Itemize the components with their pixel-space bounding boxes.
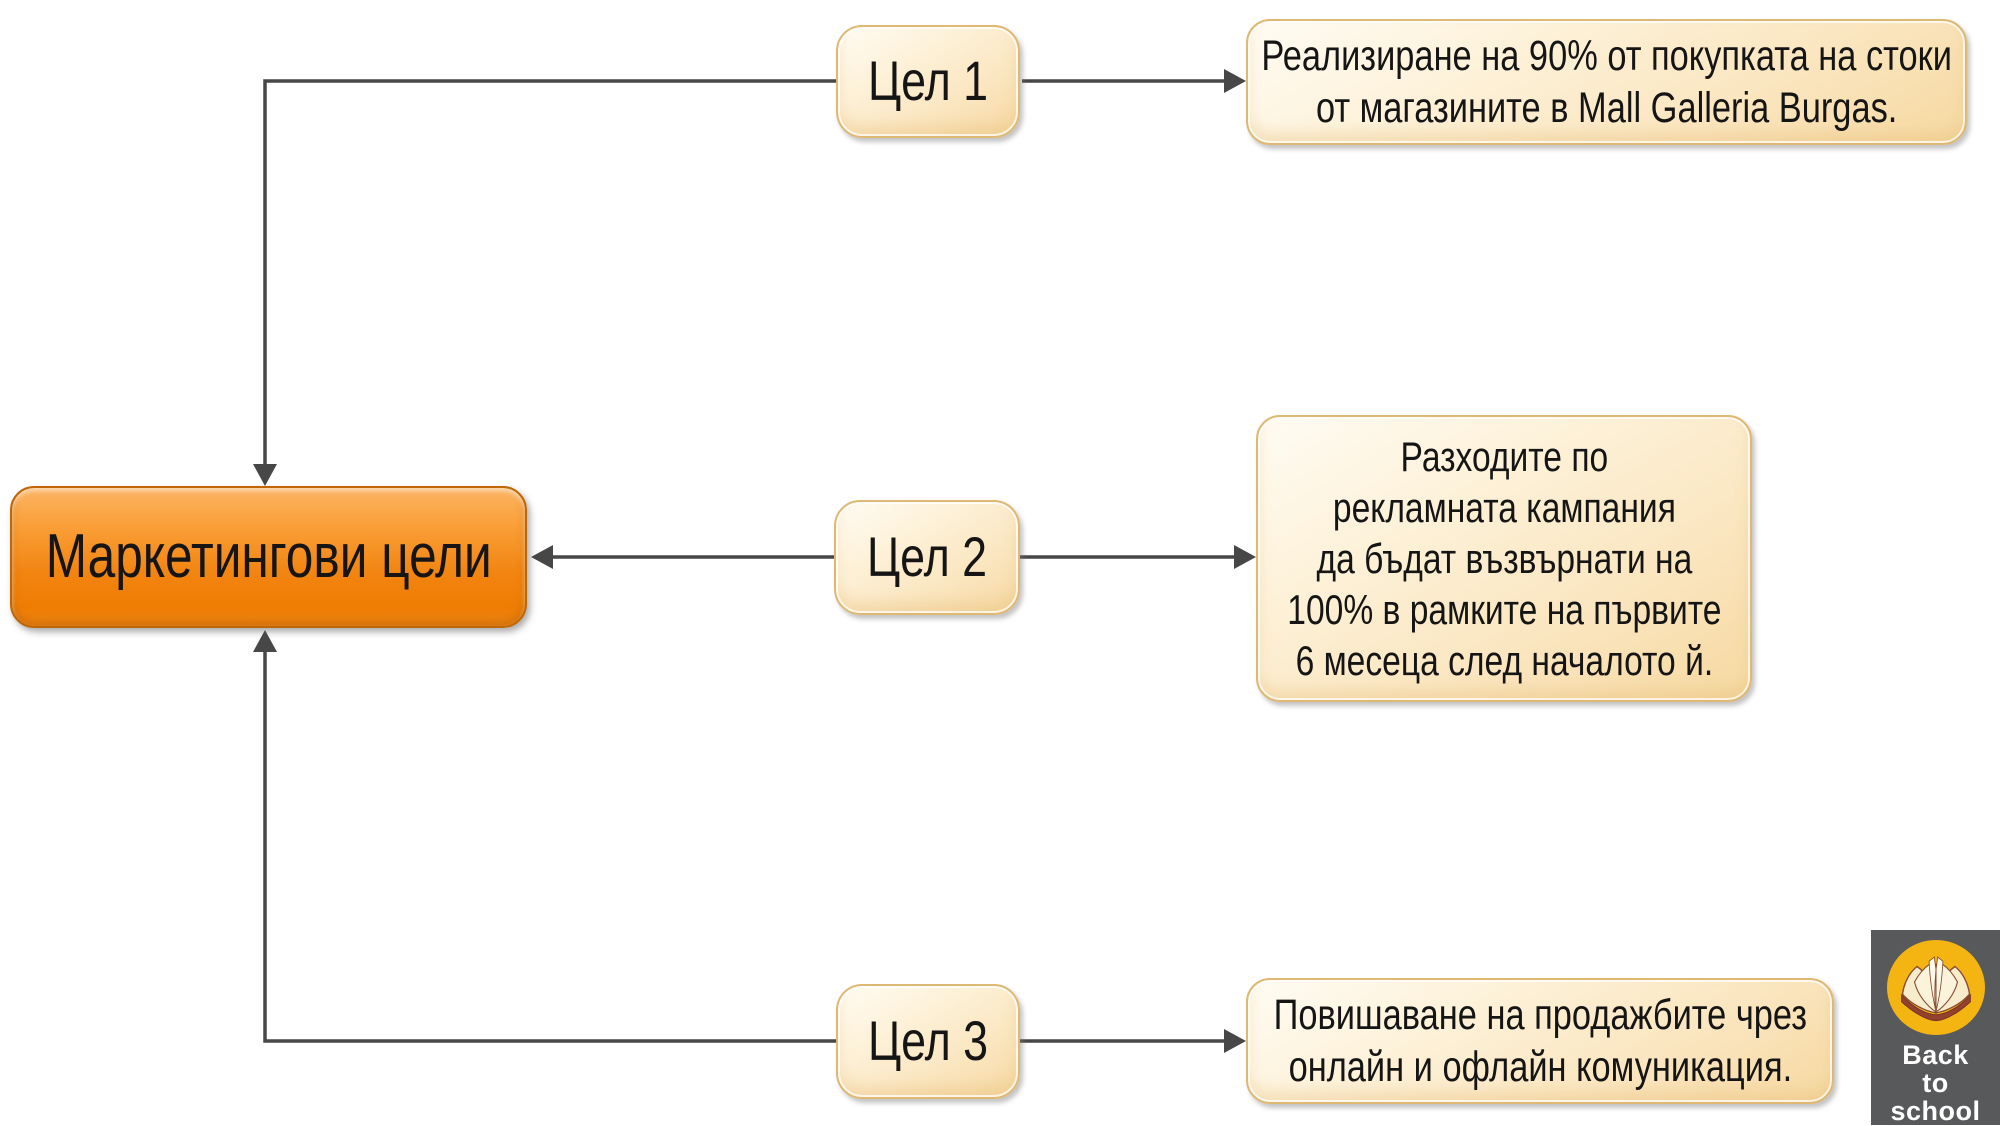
goal-1-description-text: Реализиране на 90% от покупката на стоки… [1261,32,1952,132]
arrowhead-main-bottom [253,630,277,652]
arrowhead-desc1 [1224,69,1246,93]
open-book-icon [1900,955,1971,1021]
badge-yellow-circle [1886,940,1985,1035]
connector-goal3-to-main [263,650,836,1043]
main-node-marketing-goals: Маркетингови цели [10,486,527,628]
connector-goal1-to-main [263,79,836,466]
main-node-label: Маркетингови цели [45,522,492,592]
goal-1-description: Реализиране на 90% от покупката на стоки… [1246,19,1967,145]
goal-1-label: Цел 1 [867,49,989,113]
goal-3-description-text: Повишаване на продажбите чрез онлайн и о… [1273,991,1807,1091]
arrowhead-desc2 [1234,545,1256,569]
arrowhead-desc3 [1224,1029,1246,1053]
goal-3-description: Повишаване на продажбите чрез онлайн и о… [1246,978,1834,1104]
arrowhead-main-right [531,545,553,569]
goal-3-node: Цел 3 [836,984,1020,1099]
arrowhead-main-top [253,464,277,486]
back-to-school-badge: Back to school [1871,930,2000,1125]
goal-1-node: Цел 1 [836,25,1020,138]
goal-2-description-text: Разходите по рекламната кампания да бъда… [1286,433,1722,684]
goal-2-label: Цел 2 [866,525,988,589]
badge-label: Back to school [1890,1040,1981,1126]
goal-2-description: Разходите по рекламната кампания да бъда… [1256,415,1752,702]
goal-3-label: Цел 3 [867,1009,989,1073]
goal-2-node: Цел 2 [834,500,1020,615]
